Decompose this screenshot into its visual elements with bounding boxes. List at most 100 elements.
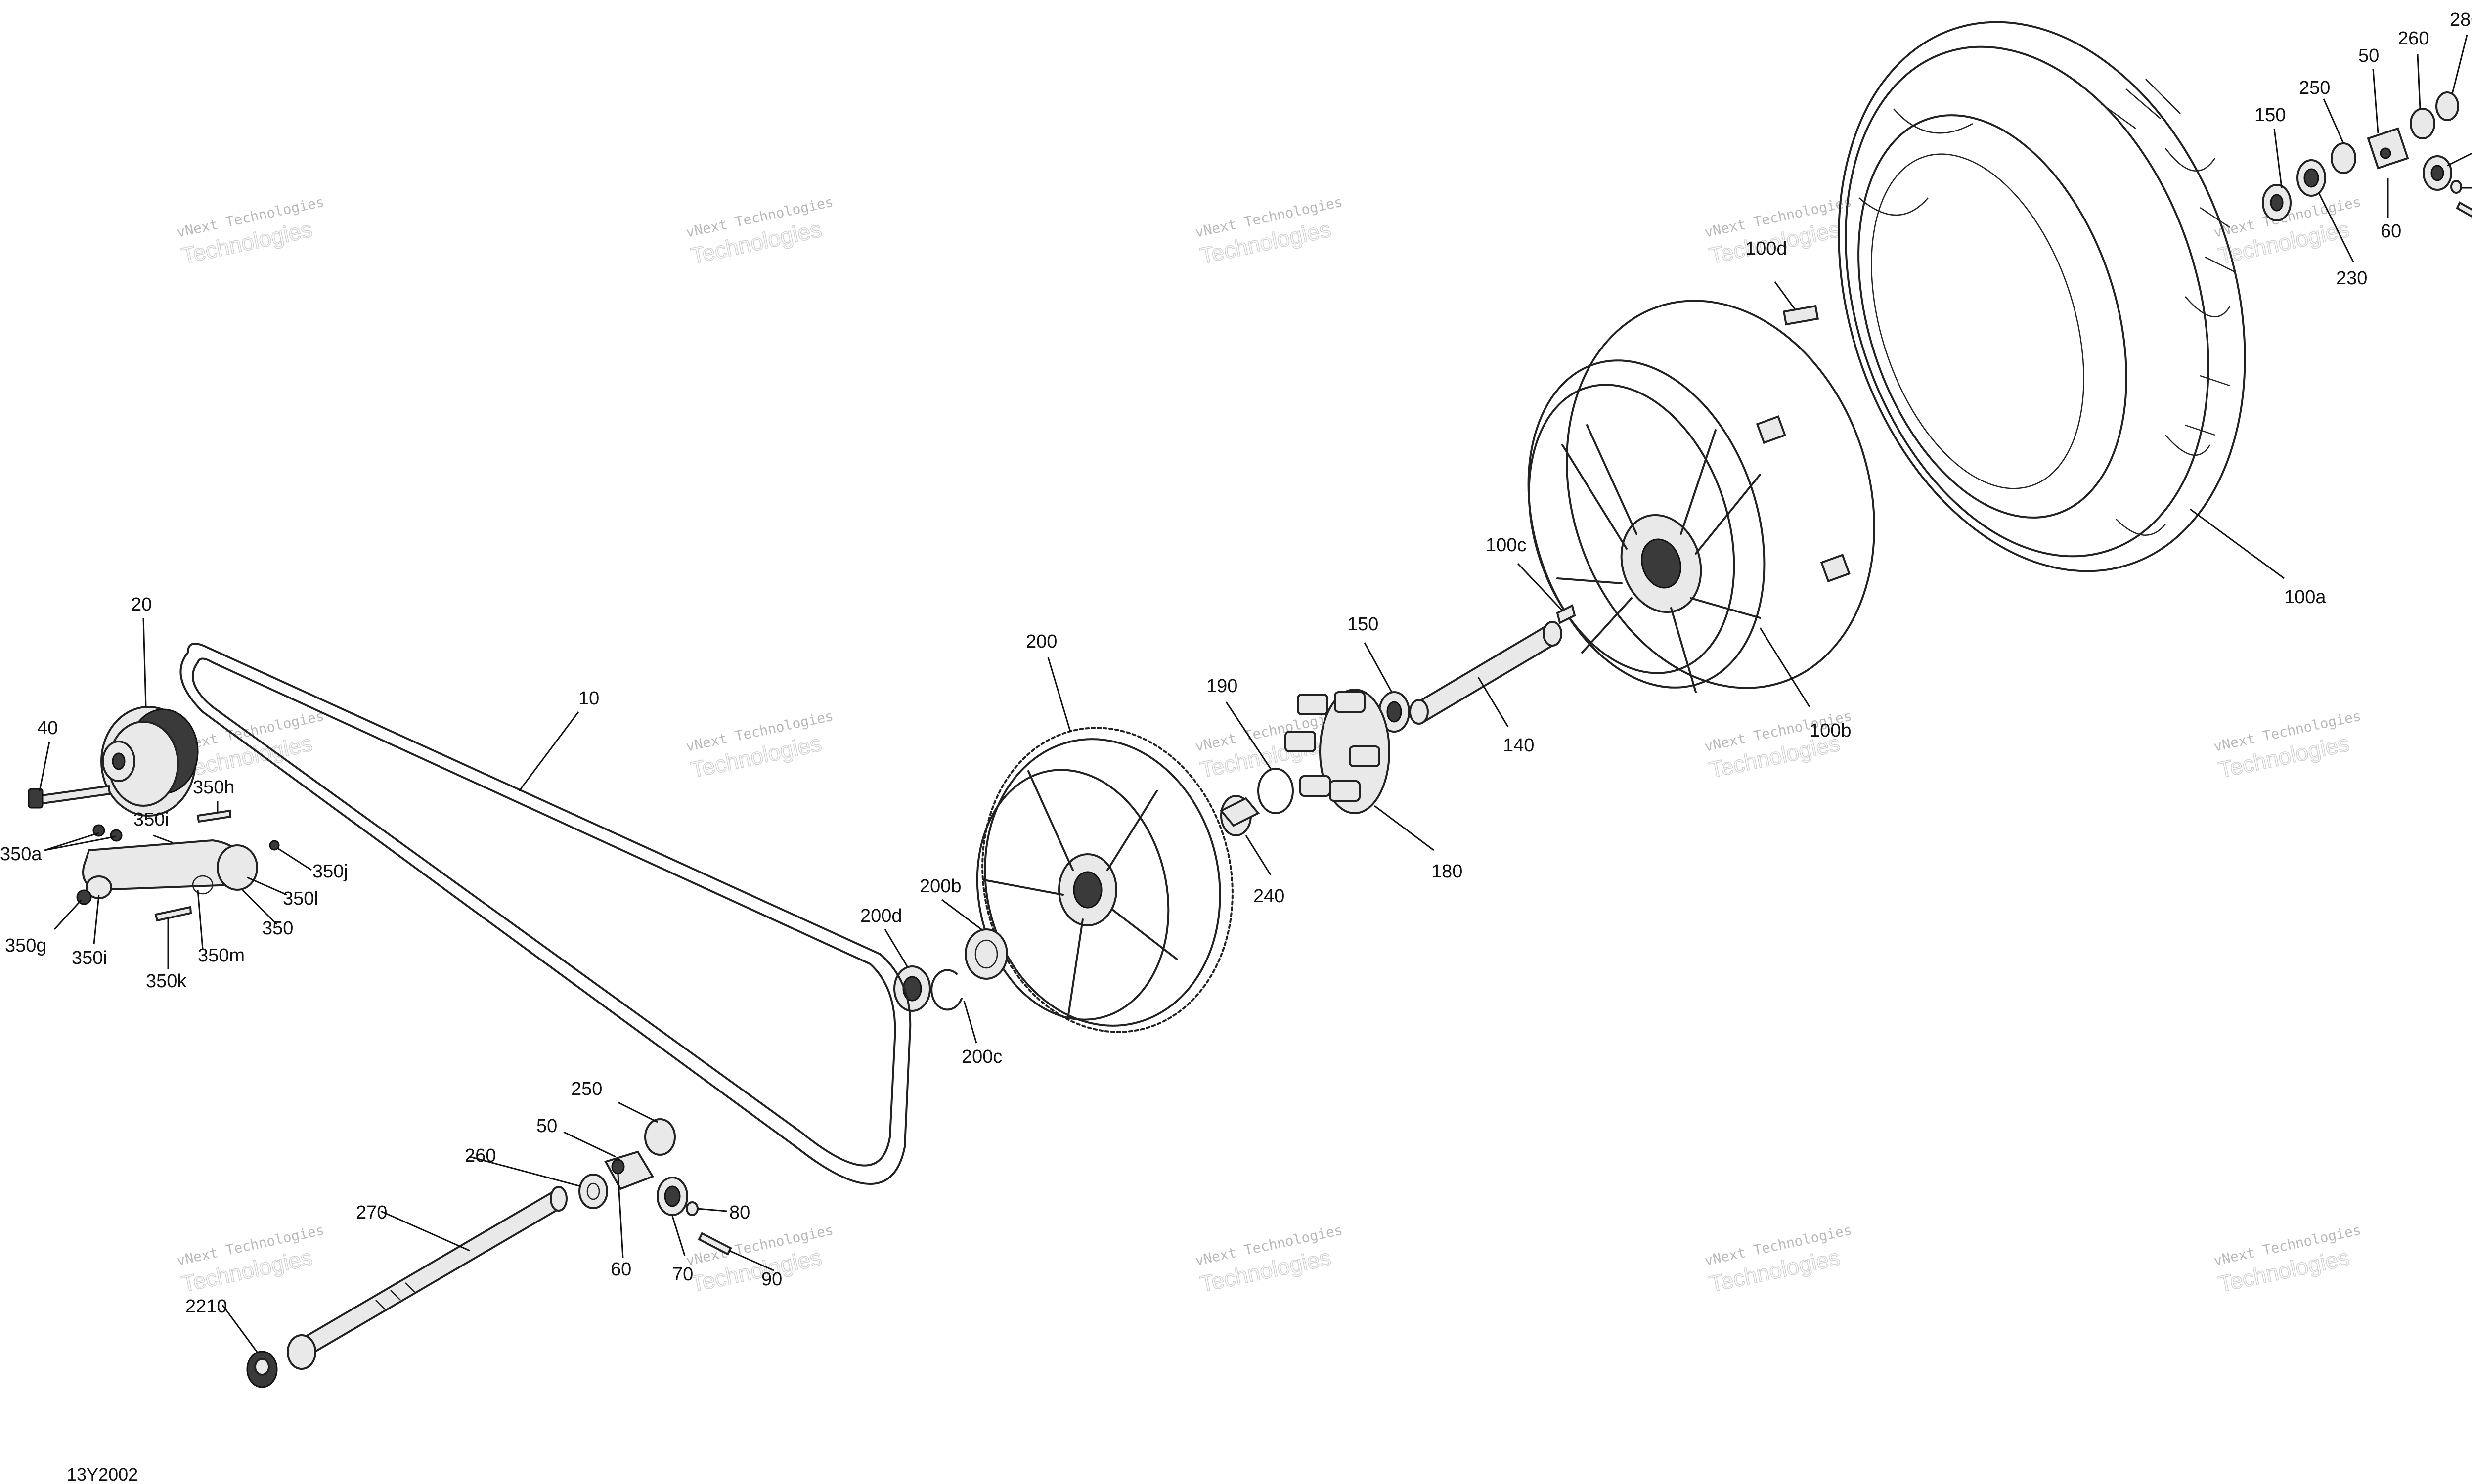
callout-label: 350h xyxy=(193,777,235,798)
callout-label: 200b xyxy=(920,876,962,897)
callout-label: 240 xyxy=(1253,886,1284,907)
leader-line xyxy=(469,1156,581,1187)
callout-label: 80 xyxy=(729,1202,750,1223)
leader-line xyxy=(1225,701,1272,769)
leader-line xyxy=(142,617,147,707)
bushing-part xyxy=(644,1118,676,1156)
leader-line xyxy=(2451,34,2468,94)
watermark: vNext Technologies Technologies xyxy=(176,707,326,783)
seal-part xyxy=(893,965,931,1012)
seal-part xyxy=(2296,159,2326,197)
leader-line xyxy=(2323,98,2344,144)
watermark: vNext Technologies Technologies xyxy=(1194,1222,1344,1297)
seal-part xyxy=(2423,155,2452,191)
leader-line xyxy=(197,889,204,950)
leader-line xyxy=(884,929,908,967)
belt-part xyxy=(179,643,912,1185)
washer-part xyxy=(686,1201,699,1216)
watermark-group: vNext Technologies Technologies vNext Te… xyxy=(176,193,2363,1297)
watermark: vNext Technologies Technologies xyxy=(2212,1222,2363,1297)
leader-line xyxy=(1517,563,1563,611)
callout-label: 350g xyxy=(5,935,47,956)
callout-label: 260 xyxy=(2398,28,2429,49)
watermark: vNext Technologies Technologies xyxy=(1703,1222,1854,1297)
callout-label: 350m xyxy=(198,945,245,966)
axle-nut-part xyxy=(246,1351,278,1388)
leader-line xyxy=(1477,677,1509,727)
leader-lines xyxy=(39,34,2472,1353)
callout-label: 90 xyxy=(761,1269,782,1290)
axle-part xyxy=(287,1186,568,1370)
callout-label: 200c xyxy=(962,1047,1002,1067)
idler-pulley-part xyxy=(100,706,199,817)
leader-line xyxy=(2190,508,2285,579)
leader-line xyxy=(1374,805,1434,851)
callout-label: 50 xyxy=(2358,45,2379,66)
callout-label: 150 xyxy=(2254,105,2286,126)
callout-label: 60 xyxy=(611,1259,631,1280)
callout-label: 20 xyxy=(131,594,152,615)
callout-label: 350i xyxy=(133,809,169,830)
leader-line xyxy=(2447,152,2472,167)
callout-label: 280 xyxy=(2450,9,2472,30)
leader-line xyxy=(2273,128,2283,188)
leader-line xyxy=(563,1131,616,1158)
callout-label: 350 xyxy=(262,918,293,939)
bolt-part xyxy=(698,1232,732,1256)
leader-line xyxy=(1774,281,1796,309)
callout-label: 60 xyxy=(2381,221,2401,242)
sprocket-part xyxy=(976,727,1234,1033)
callout-label: 100d xyxy=(1745,238,1787,259)
callout-label: 10 xyxy=(578,688,599,709)
eccentric-part xyxy=(2367,127,2409,170)
callout-label: 70 xyxy=(672,1264,693,1285)
leader-line xyxy=(44,832,117,851)
callout-label: 350k xyxy=(146,971,187,992)
leader-line xyxy=(729,1250,774,1271)
leader-line xyxy=(671,1216,686,1256)
seal-part xyxy=(657,1177,688,1216)
callout-label: 350a xyxy=(0,844,42,865)
leader-line xyxy=(697,1208,727,1212)
leader-line xyxy=(1364,642,1393,693)
washer-part xyxy=(2450,180,2462,194)
callout-labels: 2210 280 260 50 250 150 70 80 90 60 230 … xyxy=(0,9,2472,1317)
callout-label: 100c xyxy=(1486,535,1526,556)
bolt-part xyxy=(28,785,111,809)
leader-line xyxy=(1047,657,1071,732)
leader-line xyxy=(53,899,83,930)
leader-line xyxy=(1245,835,1272,875)
leader-line xyxy=(2372,69,2379,134)
callout-label: 350j xyxy=(312,861,348,882)
leader-line xyxy=(153,834,174,844)
bushing-part xyxy=(2331,142,2356,174)
callout-label: 350i xyxy=(72,948,107,968)
drawing-code: 13Y2002 xyxy=(67,1464,138,1484)
leader-line xyxy=(617,1174,624,1259)
callout-label: 260 xyxy=(465,1145,496,1166)
callout-label: 250 xyxy=(571,1079,602,1099)
leader-line xyxy=(39,741,50,791)
watermark: vNext Technologies Technologies xyxy=(1703,707,1854,783)
leader-line xyxy=(241,889,278,925)
callout-label: 200 xyxy=(1026,631,1057,652)
leader-line xyxy=(93,894,100,945)
leader-line xyxy=(247,876,287,896)
leader-line xyxy=(276,847,312,871)
callout-label: 40 xyxy=(37,718,58,739)
callout-label: 230 xyxy=(2336,268,2367,289)
washer-part xyxy=(578,1174,608,1209)
leader-line xyxy=(941,899,982,930)
watermark: vNext Technologies Technologies xyxy=(2212,707,2363,783)
callout-label: 50 xyxy=(536,1116,557,1136)
washer-part xyxy=(2435,91,2459,121)
leader-line xyxy=(2417,54,2421,109)
leader-line xyxy=(518,711,579,791)
circlip-part xyxy=(1257,768,1294,814)
bearing-part xyxy=(965,928,1008,980)
leader-line xyxy=(2318,192,2354,262)
callout-label: 180 xyxy=(1431,861,1462,882)
watermark: vNext Technologies Technologies xyxy=(176,1222,326,1297)
eccentric-part xyxy=(604,1150,654,1190)
